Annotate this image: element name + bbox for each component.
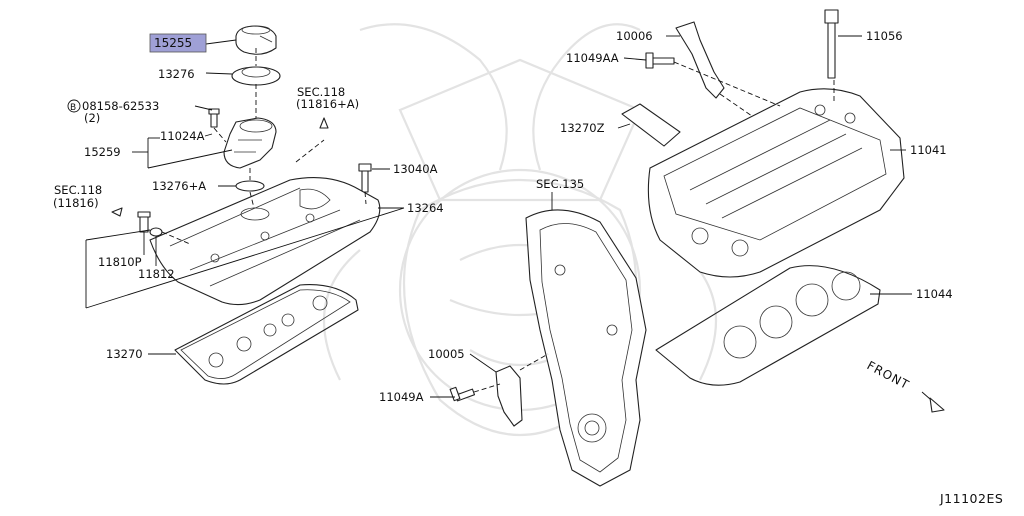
o-ring-part <box>235 180 265 192</box>
label-sec118-top-1[interactable]: SEC.118 <box>297 85 345 99</box>
label-13270z[interactable]: 13270Z <box>560 121 605 135</box>
bolt-11049aa-part <box>645 52 675 69</box>
label-11044[interactable]: 11044 <box>916 287 953 301</box>
front-arrow-icon <box>921 391 945 413</box>
head-bolt-part <box>824 9 839 79</box>
label-sec135[interactable]: SEC.135 <box>536 177 584 191</box>
highlight-box <box>149 33 207 53</box>
label-13276[interactable]: 13276 <box>158 67 195 81</box>
cover-bolt-part <box>358 163 372 193</box>
label-13276a[interactable]: 13276+A <box>152 179 206 193</box>
label-13270[interactable]: 13270 <box>106 347 143 361</box>
label-13040a[interactable]: 13040A <box>393 162 438 176</box>
label-sec118-left-1[interactable]: SEC.118 <box>54 183 102 197</box>
pcv-valve-part <box>137 211 163 237</box>
label-15255[interactable]: 15255 <box>154 36 192 50</box>
bracket-10006-part <box>675 21 725 99</box>
label-sec118-left-2[interactable]: (11816) <box>53 196 99 210</box>
head-gasket-part <box>655 265 881 386</box>
label-11041[interactable]: 11041 <box>910 143 947 157</box>
label-10006[interactable]: 10006 <box>616 29 653 43</box>
bolt-symbol: B <box>70 103 76 113</box>
sec118-left-arrow-icon <box>111 207 123 217</box>
bracket-10005-part <box>495 365 523 427</box>
label-08158-62533[interactable]: 08158-62533 <box>82 99 159 113</box>
label-10005[interactable]: 10005 <box>428 347 465 361</box>
timing-cover-part <box>525 209 647 487</box>
bolt-symbol-icon <box>67 99 81 113</box>
diagram-id: J11102ES <box>939 491 1003 506</box>
label-11810p[interactable]: 11810P <box>98 255 142 269</box>
front-label: FRONT <box>865 358 912 392</box>
valve-cover-gasket-part <box>174 284 359 385</box>
bolt-11049a-part <box>449 386 476 402</box>
label-11056[interactable]: 11056 <box>866 29 903 43</box>
label-sec118-top-2[interactable]: (11816+A) <box>296 97 359 111</box>
label-13264[interactable]: 13264 <box>407 201 444 215</box>
cylinder-head-part <box>647 88 905 278</box>
label-11049aa[interactable]: 11049AA <box>566 51 619 65</box>
label-11812[interactable]: 11812 <box>138 267 175 281</box>
small-bolt-part <box>208 108 220 128</box>
leader-lines <box>85 35 912 398</box>
label-08158-qty: (2) <box>84 111 100 125</box>
sec118-top-arrow-icon <box>319 117 329 129</box>
filler-neck-part <box>223 117 277 169</box>
label-15259[interactable]: 15259 <box>84 145 121 159</box>
seal-ring-part <box>231 66 281 86</box>
valve-cover-part <box>149 177 381 306</box>
cam-gasket-part <box>621 103 681 147</box>
assembly-lines <box>161 48 835 393</box>
oil-filler-cap-part <box>235 25 277 55</box>
label-11024a[interactable]: 11024A <box>160 129 205 143</box>
label-11049a[interactable]: 11049A <box>379 390 424 404</box>
